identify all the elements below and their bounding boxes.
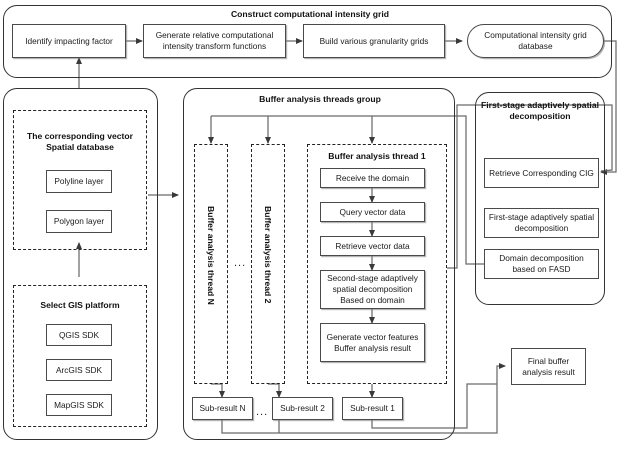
lane-thread-n-label: Buffer analysis thread N (206, 206, 216, 305)
node-arcgis-sdk[interactable]: ArcGIS SDK (46, 359, 112, 381)
group-first-stage-decomposition (475, 92, 605, 305)
subgroup-select-gis-platform (13, 285, 147, 427)
node-first-stage-adaptively-decomposition[interactable]: First-stage adaptively spatial decomposi… (484, 208, 599, 238)
group-construct-grid-title: Construct computational intensity grid (230, 9, 390, 19)
node-cig-database[interactable]: Computational intensity grid database (467, 24, 604, 58)
node-sub-result-n[interactable]: Sub-result N (192, 397, 253, 420)
node-retrieve-vector-data[interactable]: Retrieve vector data (320, 236, 425, 256)
node-sub-result-2[interactable]: Sub-result 2 (272, 397, 333, 420)
node-mapgis-sdk[interactable]: MapGIS SDK (46, 394, 112, 416)
node-generate-transform-functions[interactable]: Generate relative computational intensit… (143, 24, 286, 58)
group-buffer-analysis-threads-title: Buffer analysis threads group (259, 94, 381, 104)
lane-thread-1-title: Buffer analysis thread 1 (328, 151, 426, 161)
subresult-ellipsis: ... (256, 406, 269, 418)
lane-thread-1 (307, 144, 447, 384)
node-final-buffer-analysis-result[interactable]: Final buffer analysis result (511, 348, 586, 385)
group-first-stage-decomposition-title: First-stage adaptively spatial decomposi… (481, 100, 599, 121)
subgroup-select-gis-platform-title: Select GIS platform (40, 300, 120, 310)
node-query-vector-data[interactable]: Query vector data (320, 202, 425, 222)
node-identify-impacting-factor[interactable]: Identify impacting factor (12, 24, 126, 58)
node-generate-buffer-result[interactable]: Generate vector features Buffer analysis… (320, 323, 425, 362)
node-polygon-layer[interactable]: Polygon layer (46, 210, 112, 233)
subgroup-vector-spatial-database-title: The corresponding vector Spatial databas… (26, 131, 133, 152)
lane-thread-2 (251, 144, 285, 384)
node-build-granularity-grids[interactable]: Build various granularity grids (303, 24, 445, 58)
node-sub-result-1[interactable]: Sub-result 1 (342, 397, 403, 420)
lane-ellipsis: ... (234, 257, 247, 269)
node-second-stage-decomposition[interactable]: Second-stage adaptively spatial decompos… (320, 270, 425, 309)
group-buffer-analysis-threads (183, 88, 455, 440)
group-left-data-sources (3, 88, 158, 440)
subgroup-vector-spatial-database (13, 110, 147, 250)
group-construct-grid (3, 5, 612, 78)
node-domain-decomposition-fasd[interactable]: Domain decomposition based on FASD (484, 249, 599, 279)
node-polyline-layer[interactable]: Polyline layer (46, 170, 112, 193)
lane-thread-2-label: Buffer analysis thread 2 (263, 206, 273, 304)
node-qgis-sdk[interactable]: QGIS SDK (46, 324, 112, 346)
node-receive-the-domain[interactable]: Receive the domain (320, 168, 425, 188)
node-retrieve-corresponding-cig[interactable]: Retrieve Corresponding CIG (484, 158, 599, 188)
lane-thread-n (194, 144, 228, 384)
